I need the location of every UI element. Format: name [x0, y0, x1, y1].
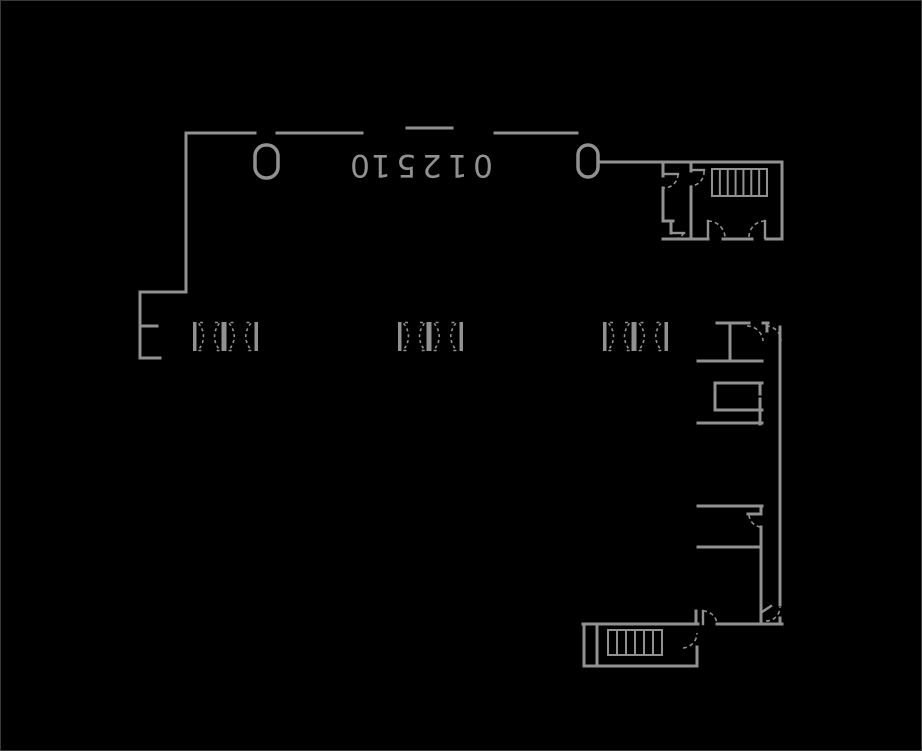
staircase — [711, 168, 768, 197]
door-leaf — [760, 604, 773, 614]
door-post — [631, 322, 637, 351]
door-jamb — [254, 322, 258, 351]
bifold-door-panel — [636, 321, 664, 352]
door-swing-arc — [682, 632, 698, 649]
bifold-door-panel — [196, 321, 222, 352]
door-jamb — [398, 322, 402, 351]
door-jamb — [193, 322, 197, 351]
bifold-door-panel — [226, 321, 254, 352]
column-marker — [576, 143, 600, 179]
door-swing-arc — [702, 610, 718, 625]
door-jamb — [603, 322, 607, 351]
door-swing-arc — [748, 220, 766, 239]
door-swing-arc — [690, 170, 705, 187]
bifold-door-panel — [431, 321, 459, 352]
door-jamb — [664, 322, 668, 351]
door-swing-arc — [765, 325, 782, 342]
door-swing-arc — [670, 232, 685, 240]
column-marker — [253, 143, 280, 180]
door-swing-arc — [765, 606, 781, 622]
door-post — [426, 322, 432, 351]
door-swing-arc — [663, 173, 679, 189]
bifold-door-panel — [401, 321, 427, 352]
door-swing-arc — [746, 325, 764, 342]
door-post — [221, 322, 227, 351]
bifold-door-panel — [606, 321, 632, 352]
door-swing-arc — [748, 514, 762, 528]
scale-bar-text: 0 1 2 5 10 — [349, 147, 493, 183]
door-swing-arc — [707, 220, 726, 239]
door-jamb — [459, 322, 463, 351]
